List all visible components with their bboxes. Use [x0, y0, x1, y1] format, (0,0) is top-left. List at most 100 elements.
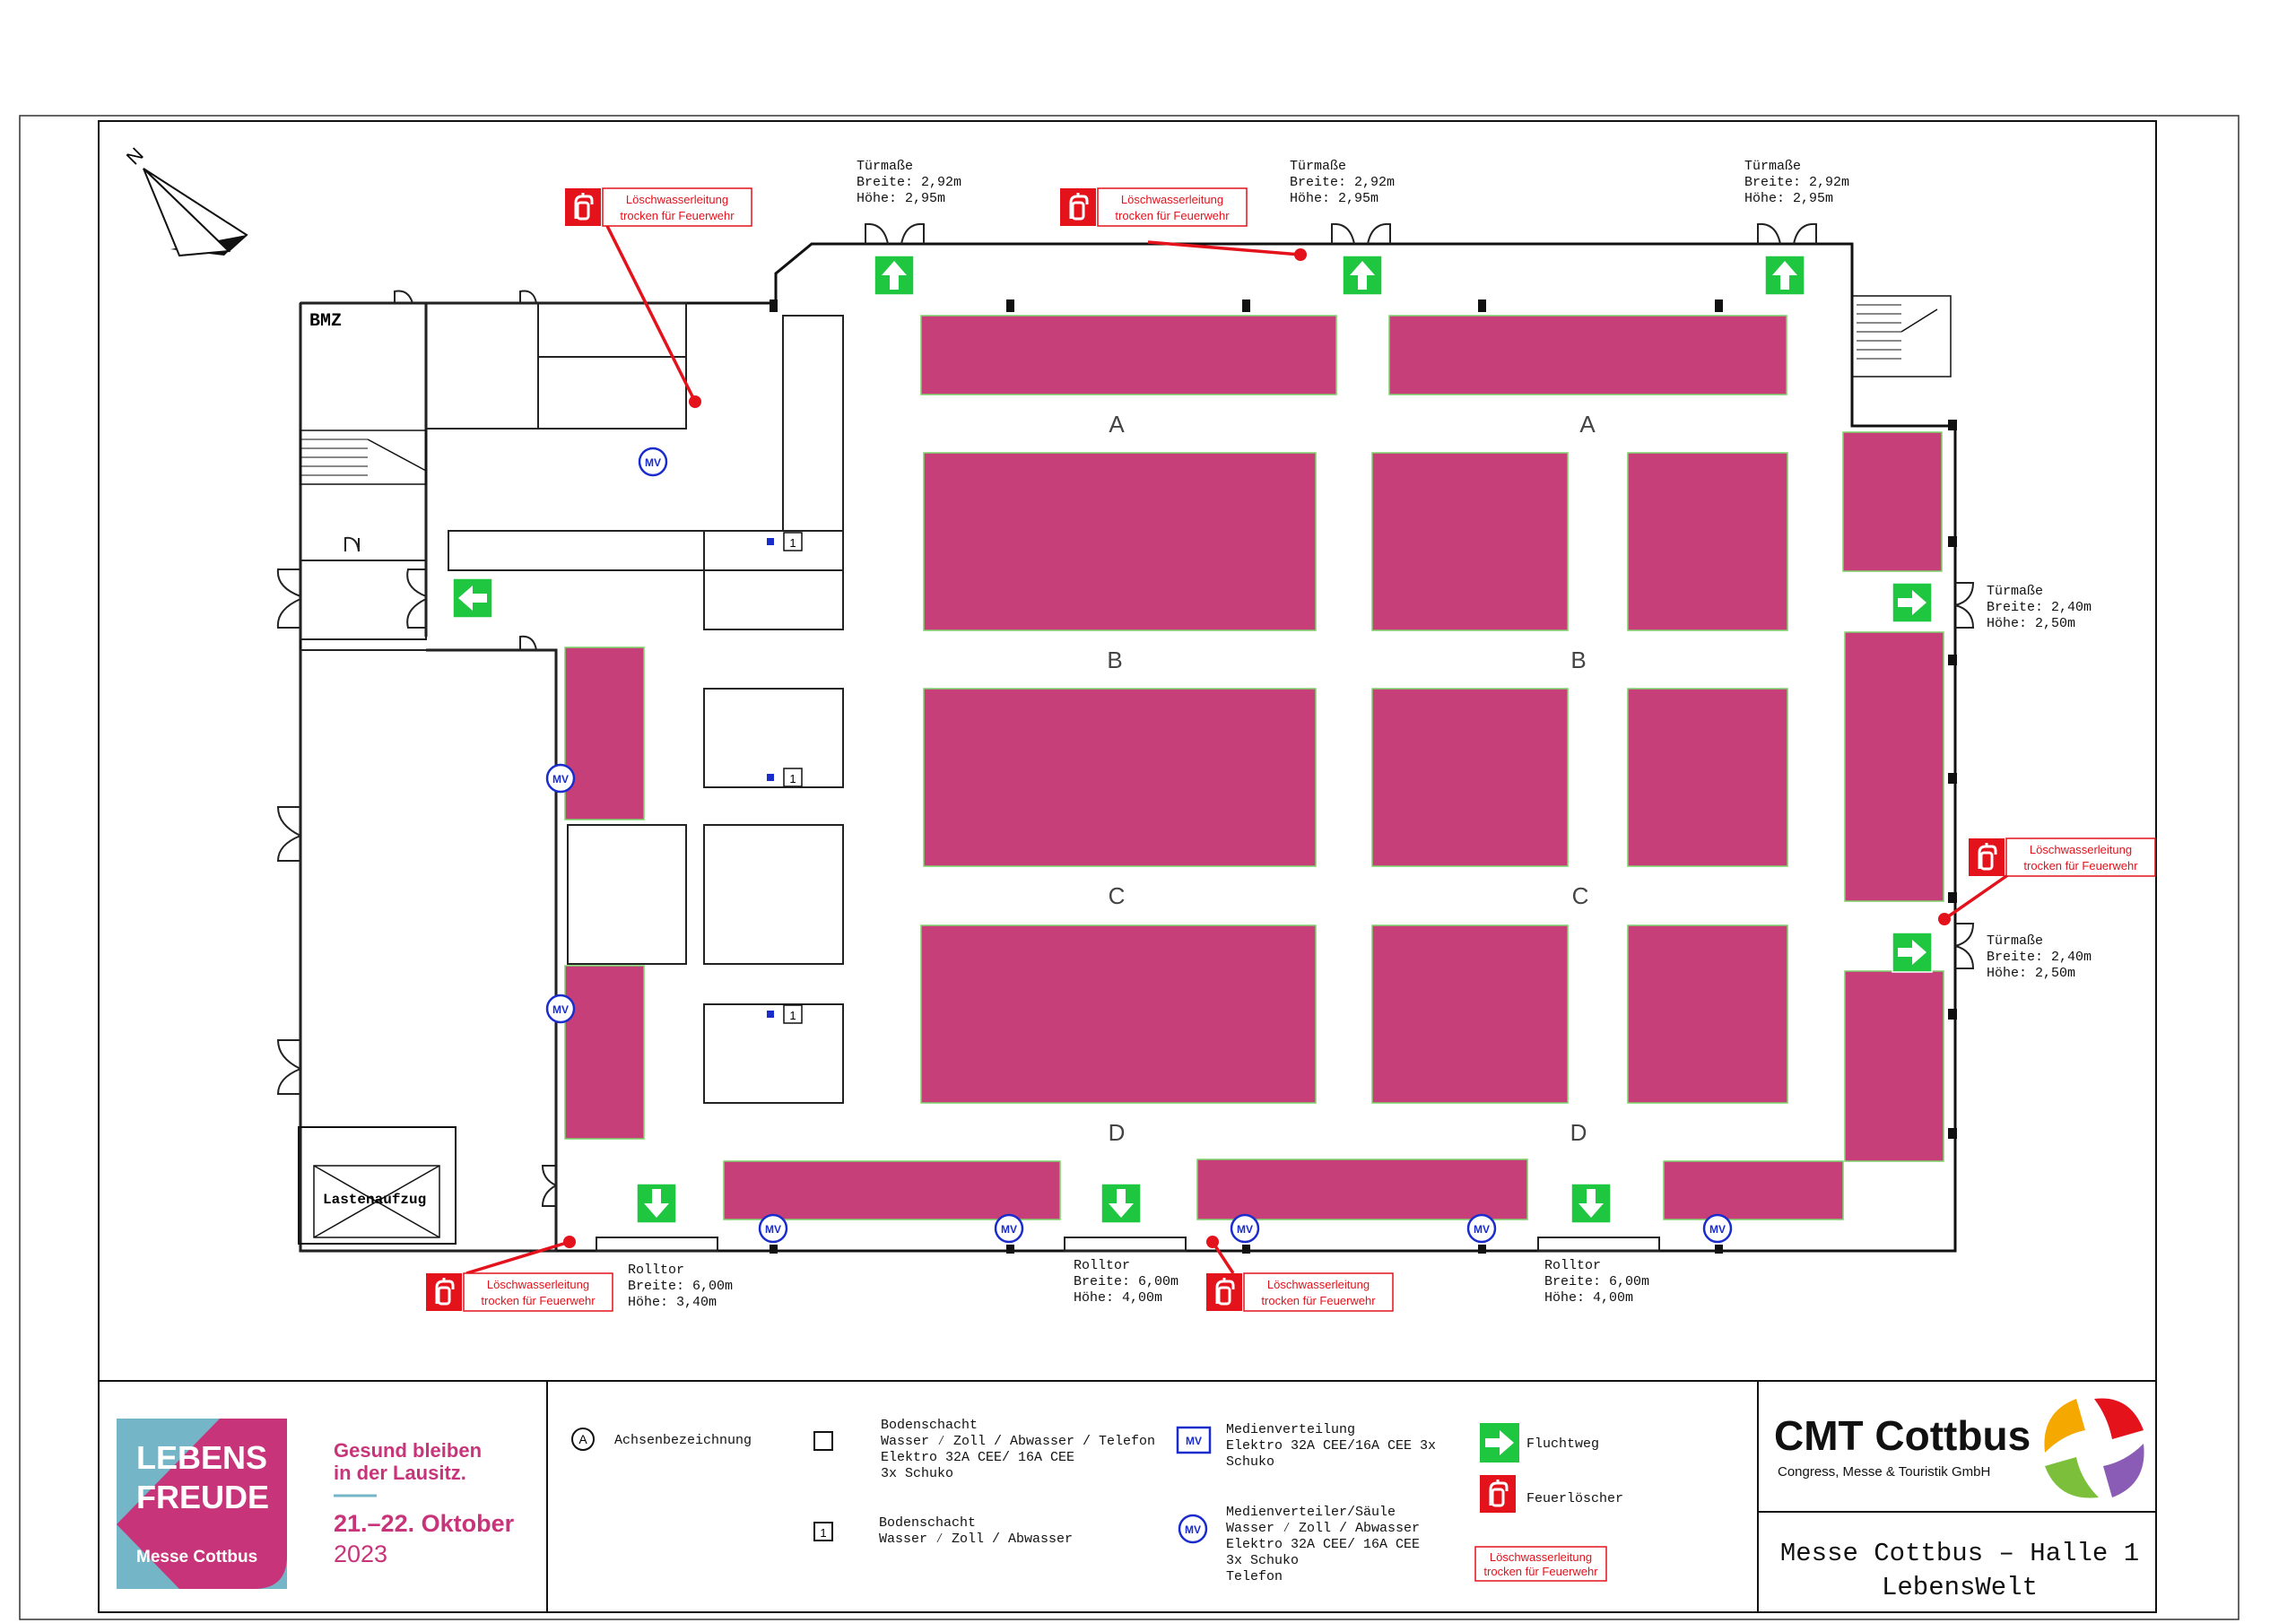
event-year: 2023: [334, 1541, 387, 1567]
svg-text:Feuerlöscher: Feuerlöscher: [1526, 1491, 1623, 1506]
booth: [1371, 688, 1569, 867]
booth: [1196, 1159, 1528, 1220]
door-top-3-label: Türmaße: [1744, 159, 1801, 174]
booth: [564, 965, 645, 1140]
escape-arrow-right-icon: [1892, 932, 1933, 973]
rolltor-2-label: Rolltor: [1074, 1258, 1130, 1273]
svg-text:Elektro 32A CEE/ 16A CEE: Elektro 32A CEE/ 16A CEE: [881, 1450, 1074, 1465]
door-right-2-height: Höhe: 2,50m: [1987, 966, 2075, 981]
door-right-2: [1954, 923, 1975, 969]
svg-text:Wasser ⁄ Zoll / Abwasser: Wasser ⁄ Zoll / Abwasser: [1226, 1521, 1420, 1536]
event-logo: LEBENS FREUDE Messe Cottbus: [117, 1419, 287, 1589]
mv-icon: [758, 1213, 788, 1244]
mv-icon: [545, 994, 576, 1024]
booth: [723, 1160, 1061, 1220]
axis-label-b: B: [1107, 647, 1122, 673]
plan-subtitle: LebensWelt: [1882, 1573, 2038, 1602]
rolltor-3-width: Breite: 6,00m: [1544, 1274, 1649, 1289]
escape-arrow-down-icon: [1570, 1183, 1612, 1224]
door-top-3-height: Höhe: 2,95m: [1744, 191, 1833, 206]
svg-text:Medienverteilung: Medienverteilung: [1226, 1422, 1355, 1437]
door-top-2-label: Türmaße: [1290, 159, 1346, 174]
escape-arrow-down-icon: [636, 1183, 677, 1224]
rolltor-1-width: Breite: 6,00m: [628, 1279, 733, 1294]
plan-title: Messe Cottbus – Halle 1: [1780, 1539, 2139, 1568]
mv-icon: [1230, 1213, 1260, 1244]
escape-arrow-left-icon: [452, 577, 493, 619]
floor-box-1: 1: [767, 532, 803, 551]
door-top-1-width: Breite: 2,92m: [857, 175, 961, 190]
svg-text:Telefon: Telefon: [1226, 1569, 1283, 1584]
svg-text:Bodenschacht: Bodenschacht: [879, 1515, 976, 1531]
hydrant-icon: [424, 1271, 464, 1313]
svg-text:Elektro 32A CEE/ 16A CEE: Elektro 32A CEE/ 16A CEE: [1226, 1537, 1420, 1552]
axis-legend-icon: [571, 1428, 595, 1451]
rolltor-3-label: Rolltor: [1544, 1258, 1601, 1273]
svg-text:Löschwasserleitung: Löschwasserleitung: [1121, 193, 1223, 206]
door-right-1-width: Breite: 2,40m: [1987, 600, 2092, 615]
axis-label-c: C: [1572, 882, 1589, 909]
axis-label-d: D: [1570, 1119, 1587, 1146]
door-top-3: [1757, 222, 1817, 245]
svg-text:3x Schuko: 3x Schuko: [881, 1466, 953, 1481]
booth: [1388, 315, 1787, 395]
svg-text:Löschwasserleitung: Löschwasserleitung: [1490, 1550, 1592, 1564]
svg-text:Elektro 32A CEE/16A CEE 3x: Elektro 32A CEE/16A CEE 3x: [1226, 1438, 1436, 1454]
booth: [920, 924, 1317, 1104]
mv-icon: [1702, 1213, 1733, 1244]
booth: [1842, 431, 1943, 572]
bmz-label: BMZ: [309, 311, 342, 332]
rolltor-2-width: Breite: 6,00m: [1074, 1274, 1178, 1289]
svg-text:Löschwasserleitung: Löschwasserleitung: [2030, 843, 2132, 856]
escape-arrow-up-icon: [1342, 255, 1383, 296]
mv-icon: [994, 1213, 1024, 1244]
stairs-right: [1851, 295, 1952, 378]
door-right-1: [1954, 582, 1975, 629]
booth: [1844, 631, 1944, 902]
hydrant-icon: [1967, 837, 2006, 878]
pillars: [770, 299, 1957, 1254]
booth: [1371, 924, 1569, 1104]
logo-line2: FREUDE: [136, 1479, 269, 1515]
door-top-3-width: Breite: 2,92m: [1744, 175, 1849, 190]
booth: [1627, 924, 1788, 1104]
booth: [1627, 452, 1788, 631]
hydrant-icon: [1205, 1271, 1244, 1313]
svg-text:Medienverteiler/Säule: Medienverteiler/Säule: [1226, 1505, 1396, 1520]
rolltor-3-height: Höhe: 4,00m: [1544, 1290, 1633, 1306]
svg-text:Wasser ⁄ Zoll / Abwasser: Wasser ⁄ Zoll / Abwasser: [879, 1532, 1073, 1547]
rolltor-1-height: Höhe: 3,40m: [628, 1295, 717, 1310]
mv-column-legend-icon: [1178, 1514, 1208, 1544]
svg-text:Fluchtweg: Fluchtweg: [1526, 1436, 1599, 1452]
door-right-1-height: Höhe: 2,50m: [1987, 616, 2075, 631]
rolltor-2-height: Höhe: 4,00m: [1074, 1290, 1162, 1306]
escape-arrow-down-icon: [1100, 1183, 1142, 1224]
door-top-2-width: Breite: 2,92m: [1290, 175, 1395, 190]
axis-label-d: D: [1109, 1119, 1126, 1146]
svg-text:1: 1: [820, 1526, 826, 1540]
cmt-swirl-icon: [2044, 1398, 2144, 1498]
booths: [564, 315, 1944, 1220]
north-arrow-icon: N: [122, 143, 248, 257]
svg-text:trocken für Feuerwehr: trocken für Feuerwehr: [2023, 859, 2138, 872]
rolltor-1-label: Rolltor: [628, 1263, 684, 1278]
hydrant-icon: [563, 187, 603, 228]
legend: A Achsenbezeichnung Bodenschacht Wasser …: [571, 1418, 1623, 1584]
door-top-2-height: Höhe: 2,95m: [1290, 191, 1378, 206]
svg-text:Schuko: Schuko: [1226, 1454, 1274, 1470]
floor-box-2: 1: [767, 768, 803, 787]
axis-label-a: A: [1109, 411, 1125, 438]
hydrant-icon: [1058, 187, 1098, 228]
door-top-1-height: Höhe: 2,95m: [857, 191, 945, 206]
door-right-2-label: Türmaße: [1987, 933, 2043, 949]
booth: [564, 647, 645, 820]
svg-text:1: 1: [789, 536, 796, 550]
hydrant-legend-box: [1474, 1546, 1607, 1582]
north-label: N: [122, 143, 148, 169]
floor-box-legend-icon: [813, 1431, 833, 1451]
svg-text:Löschwasserleitung: Löschwasserleitung: [1267, 1278, 1370, 1291]
svg-text:Bodenschacht: Bodenschacht: [881, 1418, 978, 1433]
mv-icon: [545, 763, 576, 794]
svg-text:trocken für Feuerwehr: trocken für Feuerwehr: [1483, 1565, 1598, 1578]
door-left: [276, 290, 557, 1207]
